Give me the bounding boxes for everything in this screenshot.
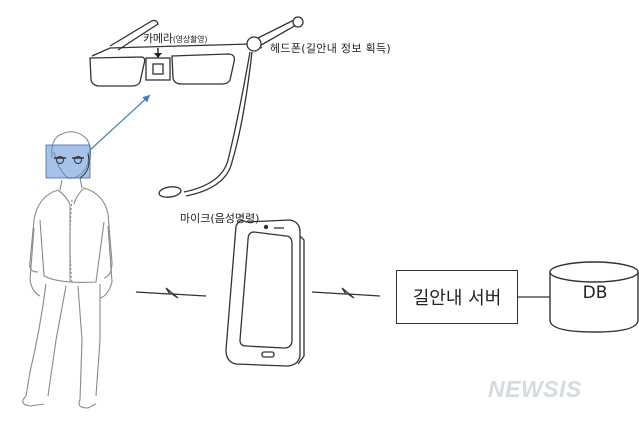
camera-label: 카메라(영상촬영) [143, 32, 208, 45]
mic-boom [183, 51, 251, 193]
left-lens [89, 56, 146, 87]
db-cylinder [549, 261, 639, 333]
watermark-logo: NEWSIS [488, 376, 582, 402]
navigation-server-box: 길안내 서버 [396, 270, 518, 324]
db-label: DB [582, 283, 608, 303]
smartphone [225, 219, 305, 367]
wireless-link-2 [311, 287, 381, 299]
server-label: 길안내 서버 [412, 288, 502, 309]
earpiece [246, 36, 262, 52]
right-lens [171, 53, 236, 85]
headphone-label: 헤드폰(길안내 정보 획득) [270, 42, 391, 55]
zoom-arrow [89, 94, 151, 151]
wireless-link-1 [135, 287, 207, 299]
smart-glasses [89, 16, 304, 198]
mic-capsule [158, 186, 182, 198]
face-highlight [45, 144, 91, 179]
mic-label: 마이크(음성명령) [180, 212, 260, 225]
